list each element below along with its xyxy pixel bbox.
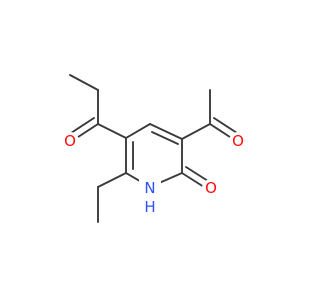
bond-c6-ch2 <box>97 172 127 188</box>
bond-ch2-ch3 <box>69 74 99 91</box>
bond-c5-carbonyl <box>97 123 127 139</box>
bond-c3-carbonyl <box>181 123 211 140</box>
ring-bond-c4-c3 <box>149 123 183 140</box>
bond-carbonyl-o-acetyl <box>209 123 234 140</box>
bond-carbonyl-o-propanoyl <box>74 123 99 140</box>
nitrogen-label: N <box>144 179 155 197</box>
ring-double-bond-c4-c3 <box>151 131 179 145</box>
double-bond-carbonyl-o-acetyl <box>213 117 238 134</box>
double-bond-c2-oxygen <box>185 166 209 182</box>
bond-c2-oxygen <box>181 172 205 188</box>
oxygen-ring-label: O <box>205 179 217 197</box>
oxygen-propanoyl-label: O <box>64 132 76 150</box>
ring-bond-c4-c5 <box>125 123 151 139</box>
nitrogen-hydrogen-label: H <box>144 198 155 216</box>
double-bond-carbonyl-o-propanoyl <box>70 117 95 134</box>
oxygen-ring-atom: O <box>202 179 220 197</box>
chemical-structure: O O O N H <box>61 74 247 223</box>
nitrogen-atom: N H <box>139 179 161 216</box>
oxygen-acetyl-label: O <box>232 132 244 150</box>
oxygen-acetyl-atom: O <box>229 132 247 150</box>
oxygen-propanoyl-atom: O <box>61 132 79 150</box>
